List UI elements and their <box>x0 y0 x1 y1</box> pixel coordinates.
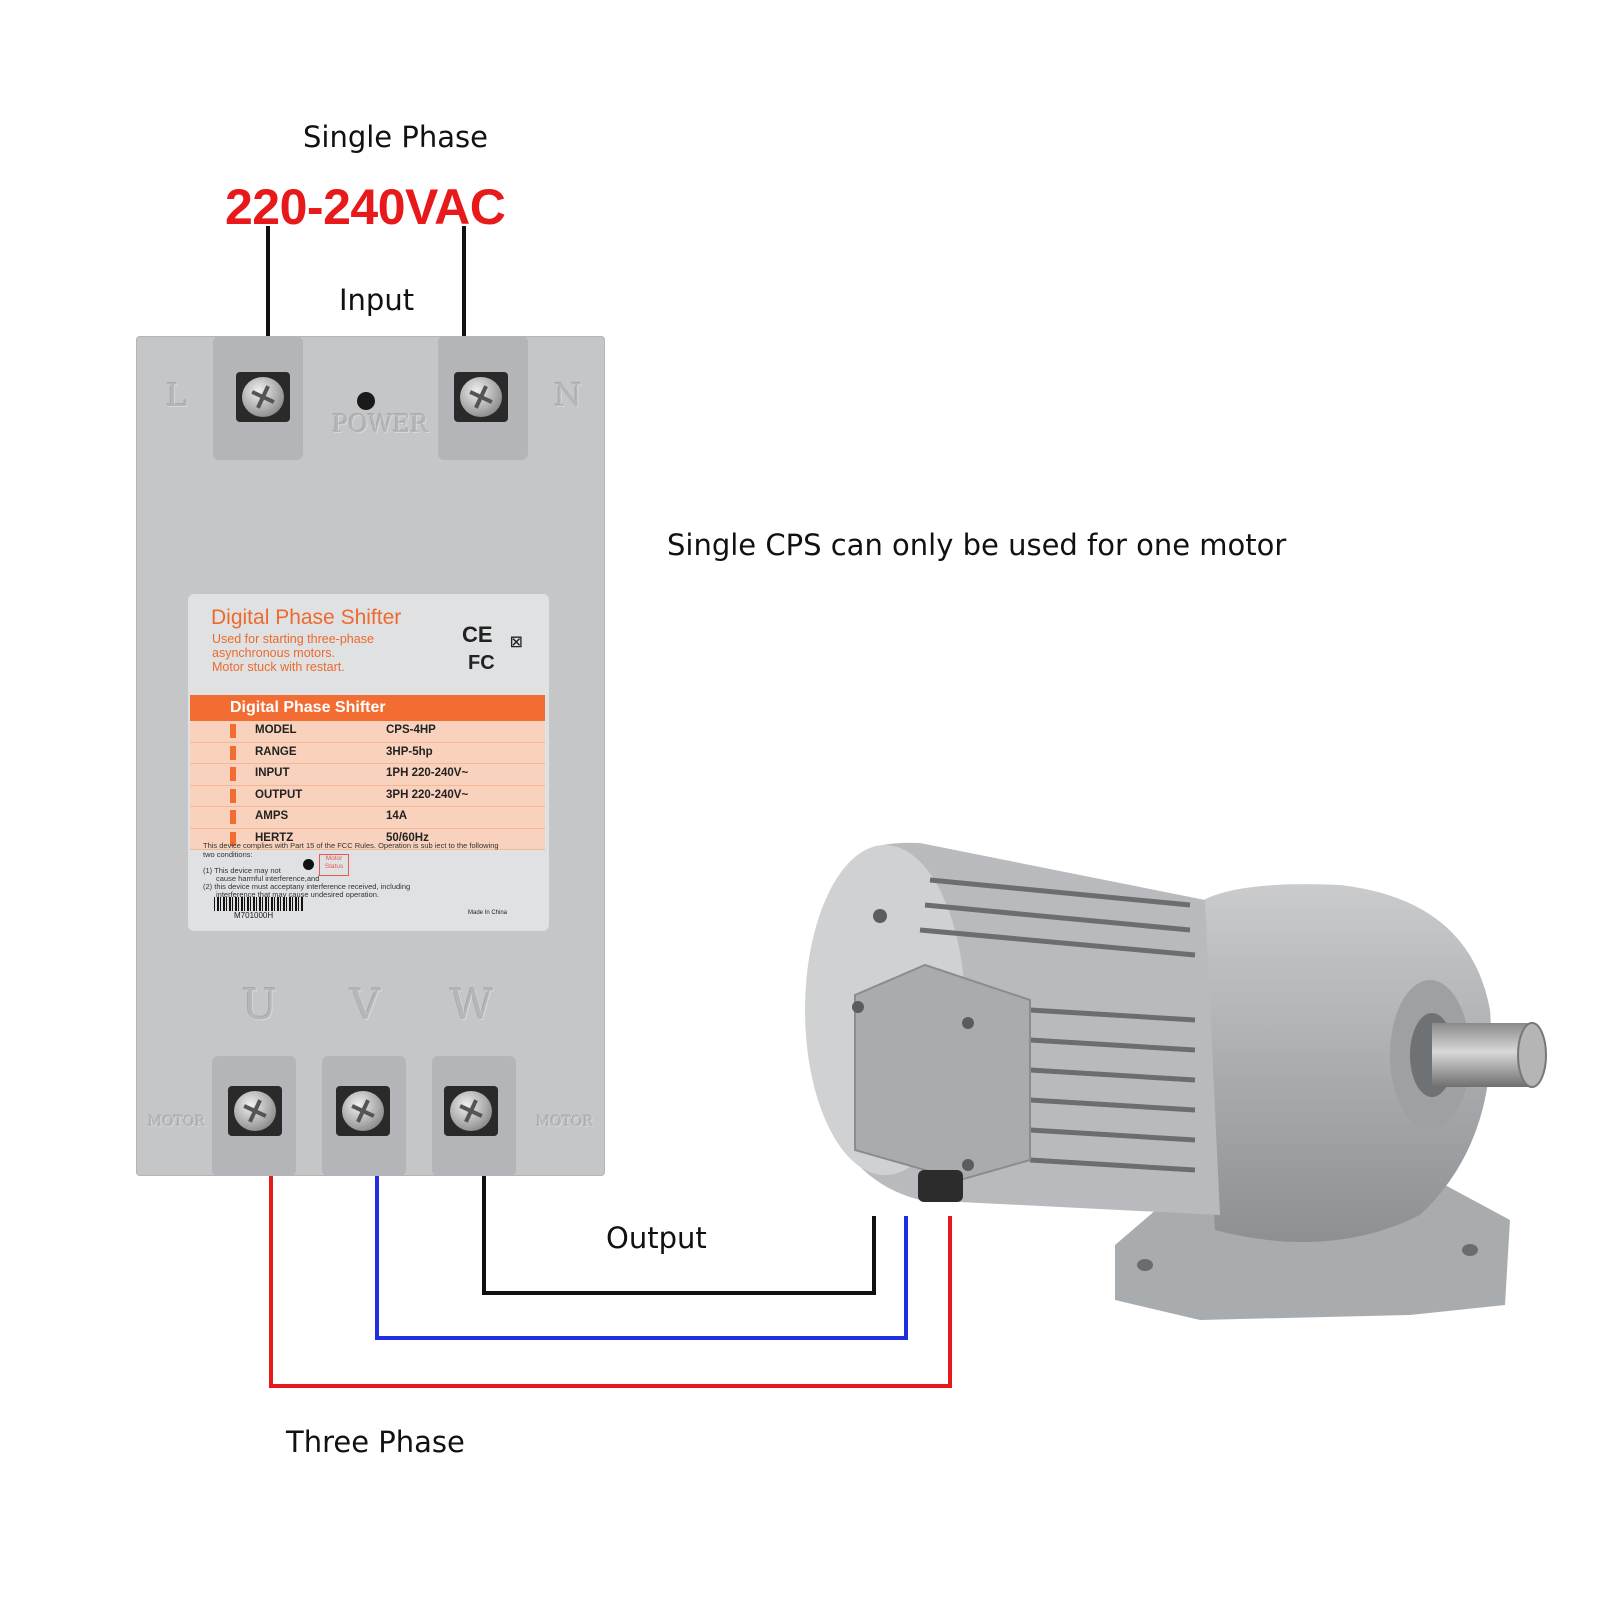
terminal-L[interactable] <box>236 372 290 422</box>
fcc-text-1: This device complies with Part 15 of the… <box>203 841 499 850</box>
plate-title: Digital Phase Shifter <box>211 606 402 629</box>
spec-row-amps: AMPS 14A <box>190 807 545 829</box>
input-label: Input <box>339 283 415 317</box>
cable-gland <box>918 1170 963 1202</box>
spec-row-range: RANGE 3HP-5hp <box>190 742 545 764</box>
single-phase-label: Single Phase <box>303 120 488 154</box>
input-voltage-label: 220-240VAC <box>225 179 506 235</box>
phase-shifter-device: L N POWER Digital Phase Shifter Used for… <box>136 336 605 1176</box>
fcc-text-6: interference that may cause undesired op… <box>216 890 380 899</box>
motor-label-right: MOTOR <box>536 1114 594 1130</box>
plate-desc-3: Motor stuck with restart. <box>212 660 345 674</box>
spec-value: 14A <box>386 810 408 822</box>
output-wire-W-black <box>482 1116 876 1295</box>
screw-icon <box>242 377 284 417</box>
screw-icon <box>460 377 502 417</box>
spec-header: Digital Phase Shifter <box>190 695 545 721</box>
spec-value: 3HP-5hp <box>386 745 433 758</box>
fcc-text-5: (2) this device must acceptany interfere… <box>203 882 411 891</box>
spec-key: AMPS <box>255 810 289 822</box>
screw-icon <box>342 1091 384 1131</box>
fcc-text-3: (1) This device may not <box>203 866 281 875</box>
row-marker <box>230 767 236 781</box>
terminal-W[interactable] <box>444 1086 498 1136</box>
row-marker <box>230 831 236 846</box>
spec-value: 1PH 220-240V~ <box>386 767 469 779</box>
screw-icon <box>450 1091 492 1131</box>
row-marker <box>230 810 236 824</box>
terminal-U[interactable] <box>228 1086 282 1136</box>
barcode-icon <box>214 897 304 911</box>
spec-key: OUTPUT <box>255 788 303 801</box>
spec-key: INPUT <box>255 767 290 779</box>
output-wire-V-blue <box>375 1116 908 1340</box>
plate-desc-2: asynchronous motors. <box>212 646 335 660</box>
single-cps-note: Single CPS can only be used for one moto… <box>667 528 1287 562</box>
terminal-W-label: W <box>450 980 494 1029</box>
terminal-L-label: L <box>166 376 188 414</box>
ce-mark: CE <box>462 622 493 647</box>
plate-desc-1: Used for starting three-phase <box>212 632 374 646</box>
motor-label-left: MOTOR <box>148 1114 206 1130</box>
fcc-text-4: cause harmful interference,and <box>216 874 320 883</box>
terminal-V[interactable] <box>336 1086 390 1136</box>
fcc-text-2: two conditions: <box>203 850 253 859</box>
junction-box <box>854 963 1031 1182</box>
spec-row-model: MODEL CPS-4HP <box>190 721 545 743</box>
terminal-U-label: U <box>242 980 278 1029</box>
row-marker <box>230 724 236 738</box>
motor-status-label: Motor Status <box>319 854 349 876</box>
spec-value: 50/60Hz <box>386 831 429 844</box>
made-in-label: Made In China <box>468 910 508 916</box>
spec-row-output: OUTPUT 3PH 220-240V~ <box>190 785 545 807</box>
output-wire-U-red <box>269 1116 952 1388</box>
terminal-N-label: N <box>554 376 582 414</box>
output-label: Output <box>606 1221 707 1255</box>
barcode-number: M701000H <box>234 911 274 920</box>
spec-row-input: INPUT 1PH 220-240V~ <box>190 764 545 786</box>
output-shaft <box>1432 1023 1532 1087</box>
label-plate: Digital Phase Shifter Used for starting … <box>188 594 549 931</box>
row-marker <box>230 788 236 803</box>
spec-value: 3PH 220-240V~ <box>386 788 469 801</box>
spec-value: CPS-4HP <box>386 724 436 736</box>
power-indicator <box>357 392 375 410</box>
spec-key: RANGE <box>255 745 297 758</box>
spec-key: MODEL <box>255 724 297 736</box>
power-label: POWER <box>332 410 429 438</box>
fc-mark: FC <box>468 652 495 674</box>
weee-bin-icon: ☒ <box>510 634 523 650</box>
spec-key: HERTZ <box>255 831 294 844</box>
gearbox <box>1195 884 1492 1242</box>
motor-status-indicator <box>303 859 314 870</box>
spec-row-hertz: HERTZ 50/60Hz <box>190 828 545 850</box>
row-marker <box>230 745 236 760</box>
terminal-N[interactable] <box>454 372 508 422</box>
three-phase-label: Three Phase <box>286 1425 465 1459</box>
screw-icon <box>234 1091 276 1131</box>
spec-table: MODEL CPS-4HP RANGE 3HP-5hp INPUT 1PH 220-2… <box>190 721 545 850</box>
terminal-V-label: V <box>350 980 381 1029</box>
